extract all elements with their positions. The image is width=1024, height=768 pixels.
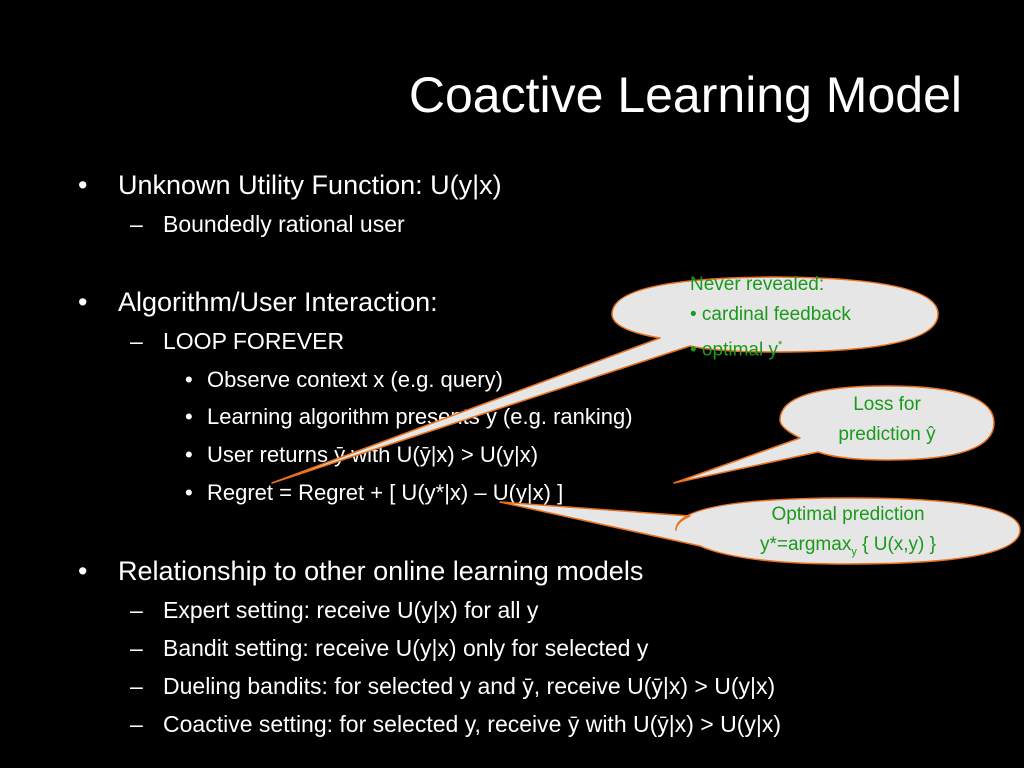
callout-loss-line: prediction ŷ <box>838 424 936 445</box>
callout-optimal-text: y*=argmax <box>759 534 852 555</box>
bullet-item: Dueling bandits: for selected y and ȳ, r… <box>163 673 776 699</box>
callout-optimal-text: { U(x,y) } <box>856 534 937 555</box>
bullet-marker: • <box>185 442 193 467</box>
bullet-item: Observe context x (e.g. query) <box>207 367 503 392</box>
bullet-marker: • <box>78 170 88 200</box>
slide-title: Coactive Learning Model <box>408 67 962 123</box>
bullet-marker: • <box>185 404 193 429</box>
bullet-marker: • <box>78 287 88 317</box>
callout-optimal-shape <box>499 497 1021 565</box>
bullet-marker: • <box>185 367 193 392</box>
bullet-item: Relationship to other online learning mo… <box>118 556 644 586</box>
bullet-marker: – <box>130 673 143 699</box>
bullet-item: Unknown Utility Function: U(y|x) <box>118 170 502 200</box>
bullet-marker: – <box>130 328 143 354</box>
bullet-marker: • <box>185 480 193 505</box>
bullet-marker: – <box>130 711 143 737</box>
callout-never-revealed-shape <box>271 276 939 484</box>
bullet-item: Algorithm/User Interaction: <box>118 287 438 317</box>
bullet-item: Coactive setting: for selected y, receiv… <box>163 711 782 737</box>
bullet-item: Regret = Regret + [ U(y*|x) – U(y|x) ] <box>207 480 564 505</box>
bullet-item: Bandit setting: receive U(y|x) only for … <box>163 635 649 661</box>
bullet-item: Expert setting: receive U(y|x) for all y <box>163 597 539 623</box>
callout-never-revealed-heading: Never revealed: <box>690 274 825 295</box>
bullet-marker: – <box>130 635 143 661</box>
callout-optimal-line: y*=argmaxy { U(x,y) } <box>700 530 996 567</box>
bullet-marker: – <box>130 211 143 237</box>
bullet-item: Learning algorithm presents y (e.g. rank… <box>207 404 633 429</box>
subscript-y: y <box>851 545 857 558</box>
callout-loss-shape <box>673 385 995 484</box>
bullet-marker: • <box>78 556 88 586</box>
callout-never-revealed-item: • cardinal feedback <box>690 304 851 325</box>
bullet-marker: – <box>130 597 143 623</box>
callout-never-revealed-item: • optimal y* <box>690 330 782 365</box>
bullet-item: LOOP FOREVER <box>163 328 345 354</box>
bullet-item: Boundedly rational user <box>163 211 405 237</box>
superscript-star: * <box>777 339 783 351</box>
callout-never-revealed-item-text: • optimal y <box>690 339 778 361</box>
callout-optimal-line: Optimal prediction <box>771 504 925 525</box>
callout-loss-line: Loss for <box>853 394 921 415</box>
